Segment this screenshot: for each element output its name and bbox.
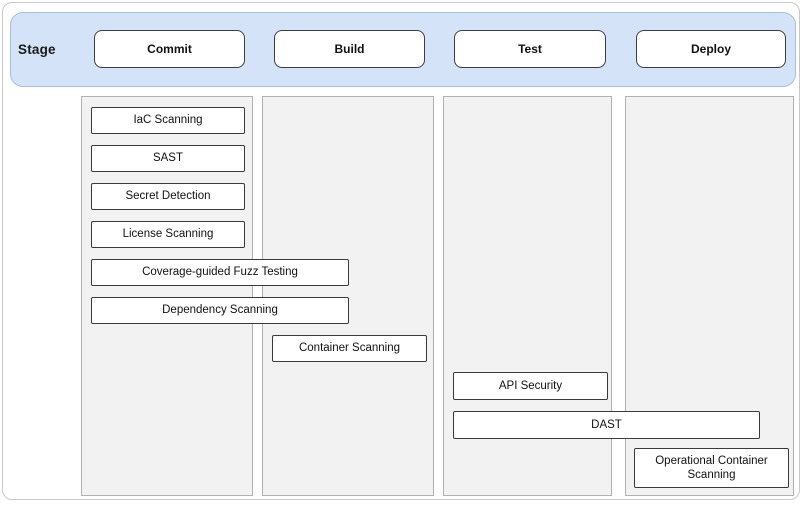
task-node-dependency-scanning: Dependency Scanning: [91, 297, 349, 324]
stage-node-build: Build: [274, 30, 425, 68]
task-node-operational-container-scanning: Operational Container Scanning: [634, 448, 789, 488]
task-node-coverage-guided-fuzz-testing: Coverage-guided Fuzz Testing: [91, 259, 349, 286]
task-node-api-security: API Security: [453, 372, 608, 400]
lane-build: [262, 96, 434, 496]
task-node-sast: SAST: [91, 145, 245, 172]
task-node-dast: DAST: [453, 411, 760, 439]
stage-node-deploy: Deploy: [636, 30, 786, 68]
task-node-license-scanning: License Scanning: [91, 221, 245, 248]
task-node-container-scanning: Container Scanning: [272, 335, 427, 362]
stage-header-label: Stage: [18, 42, 56, 57]
task-node-iac-scanning: IaC Scanning: [91, 107, 245, 134]
stage-node-test: Test: [454, 30, 606, 68]
task-node-secret-detection: Secret Detection: [91, 183, 245, 210]
stage-node-commit: Commit: [94, 30, 245, 68]
